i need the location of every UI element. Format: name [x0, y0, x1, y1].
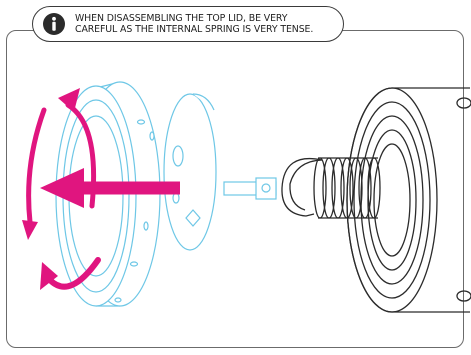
- arrow-heads: [22, 88, 80, 290]
- cap-disc: [163, 93, 217, 251]
- shaft: [223, 177, 277, 200]
- housing: [346, 87, 471, 313]
- warning-line-2: CAREFUL AS THE INTERNAL SPRING IS VERY T…: [75, 24, 314, 35]
- info-icon: [43, 13, 65, 35]
- warning-text: WHEN DISASSEMBLING THE TOP LID, BE VERY …: [75, 13, 313, 35]
- spring: [281, 157, 381, 219]
- warning-callout: WHEN DISASSEMBLING THE TOP LID, BE VERY …: [32, 6, 344, 42]
- pull-arrow: [40, 168, 180, 208]
- warning-line-1: WHEN DISASSEMBLING THE TOP LID, BE VERY: [75, 13, 288, 24]
